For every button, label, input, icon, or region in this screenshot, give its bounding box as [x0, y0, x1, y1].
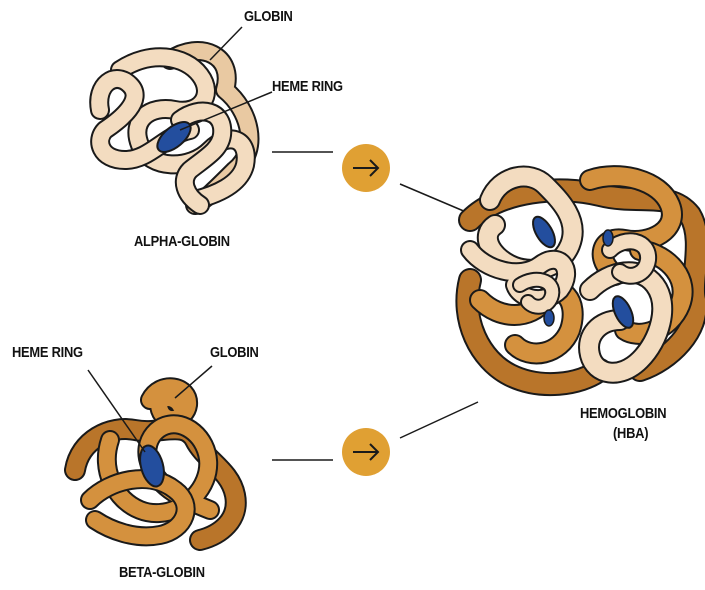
beta-globin-structure — [75, 387, 236, 540]
alpha-heme-ring-label: HEME RING — [272, 78, 343, 95]
hemoglobin-structure — [467, 176, 696, 384]
alpha-globin-title: ALPHA-GLOBIN — [134, 233, 230, 250]
beta-globin-label: GLOBIN — [210, 344, 259, 361]
beta-globin-title: BETA-GLOBIN — [119, 564, 205, 581]
hemoglobin-heme-ring — [529, 213, 560, 250]
hemoglobin-title: HEMOGLOBIN — [580, 405, 666, 422]
arrow-right-icon — [342, 428, 390, 476]
beta-to-hemoglobin-line — [400, 402, 478, 438]
arrow-right-icon — [342, 144, 390, 192]
hemoglobin-subtitle: (HBA) — [613, 425, 648, 442]
hemoglobin-heme-ring — [544, 310, 554, 326]
alpha-to-hemoglobin-line — [400, 184, 466, 212]
alpha-globin-structure — [99, 51, 249, 205]
hemoglobin-heme-ring — [603, 230, 613, 246]
beta-heme-ring-label: HEME RING — [12, 344, 83, 361]
alpha-globin-label: GLOBIN — [244, 8, 293, 25]
